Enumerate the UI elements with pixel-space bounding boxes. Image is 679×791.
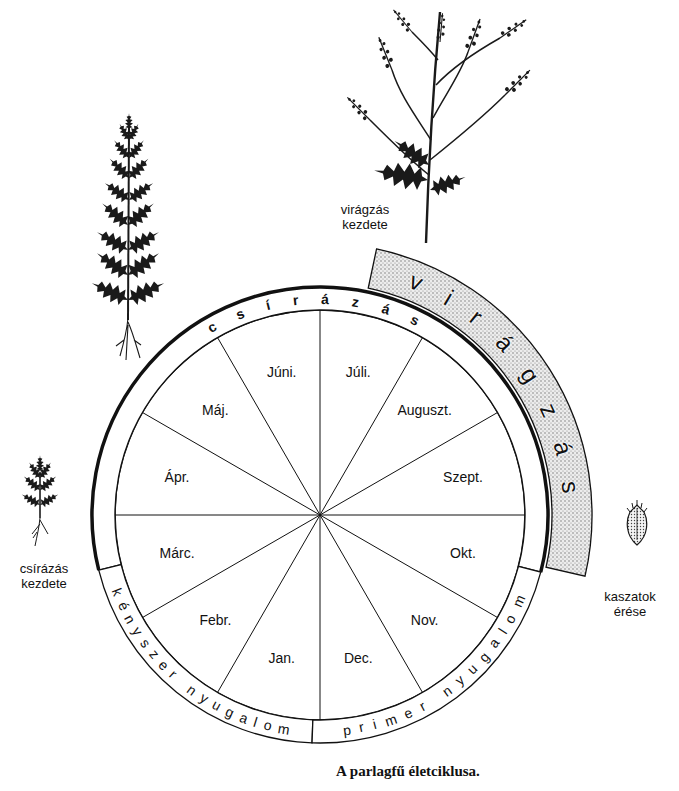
band-letter: z xyxy=(147,647,162,661)
band-label: virágzás xyxy=(362,243,598,582)
band-shape xyxy=(368,249,592,576)
band-shape xyxy=(99,565,313,743)
month-label: Febr. xyxy=(199,612,231,628)
band-letter: á xyxy=(321,291,329,305)
band-letter: r xyxy=(417,699,428,714)
band-letter: u xyxy=(464,661,479,676)
band-letter: n xyxy=(439,683,454,699)
band-outline xyxy=(362,243,598,582)
band-letter: á xyxy=(550,438,577,457)
stage-label: csírázás kezdete xyxy=(4,562,84,592)
band-letter: g xyxy=(476,649,492,664)
band-letter: r xyxy=(292,293,299,308)
seedling-drawing xyxy=(19,455,60,546)
month-label: Dec. xyxy=(344,650,373,666)
band-letter: z xyxy=(536,400,563,421)
month-label: Ápr. xyxy=(165,469,190,485)
band-letter: m xyxy=(383,711,399,728)
band-letter: n xyxy=(122,612,138,626)
band-letter xyxy=(176,675,188,688)
month-label: Okt. xyxy=(450,545,476,561)
flowering-band: virágzás xyxy=(362,243,598,582)
band-letter: v xyxy=(406,269,426,296)
band-letter xyxy=(429,692,440,706)
caption: A parlagfű életciklusa. xyxy=(336,763,480,780)
band-letter: g xyxy=(223,704,236,720)
band-letter: y xyxy=(452,673,466,688)
month-label: Máj. xyxy=(202,402,228,418)
band-letter: y xyxy=(130,625,146,638)
band-letter: i xyxy=(440,286,457,309)
month-label: Auguszt. xyxy=(397,402,451,418)
band-letter: e xyxy=(156,657,171,672)
band-letter: s xyxy=(408,312,421,328)
band-letter: y xyxy=(197,690,210,706)
band-letter: s xyxy=(558,480,583,495)
achene-drawing xyxy=(627,500,647,545)
stage-label: virágzás kezdete xyxy=(324,203,406,233)
band-letter: m xyxy=(277,721,291,737)
stage-label: kaszatok érése xyxy=(594,590,666,620)
month-label: Júni. xyxy=(267,364,297,380)
band-letter: m xyxy=(510,593,527,609)
band-letter: r xyxy=(358,720,365,735)
band-letter: s xyxy=(234,306,246,322)
band-letter: z xyxy=(351,294,360,309)
band-letter: a xyxy=(486,636,502,651)
band-letter: k xyxy=(110,587,126,599)
month-label: Jan. xyxy=(268,650,294,666)
band-letter: l xyxy=(252,715,259,729)
band-letter: s xyxy=(138,636,153,650)
band-letter: í xyxy=(264,298,271,313)
young-plant-drawing xyxy=(88,113,168,360)
band-letter: e xyxy=(402,705,415,721)
band-letter: é xyxy=(115,599,131,612)
band-letter: l xyxy=(496,626,509,636)
band-letter: r xyxy=(466,305,487,329)
band-shape xyxy=(312,566,541,743)
band-letter: n xyxy=(185,682,200,698)
band-letter: g xyxy=(516,363,543,387)
band-letter: a xyxy=(238,710,250,726)
band-letter: c xyxy=(205,319,219,335)
band-letter: i xyxy=(371,717,378,731)
band-letter: o xyxy=(262,717,273,732)
band-letter: p xyxy=(342,722,351,737)
band-letter: r xyxy=(167,668,180,681)
month-dial xyxy=(115,310,525,720)
band-letter: o xyxy=(502,612,518,626)
month-label: Nov. xyxy=(411,612,439,628)
month-label: Szept. xyxy=(443,469,483,485)
band-letter: u xyxy=(210,697,224,713)
band-letter: á xyxy=(380,301,392,317)
month-label: Júli. xyxy=(346,364,371,380)
band-letter: á xyxy=(491,330,518,356)
month-label: Márc. xyxy=(160,545,195,561)
